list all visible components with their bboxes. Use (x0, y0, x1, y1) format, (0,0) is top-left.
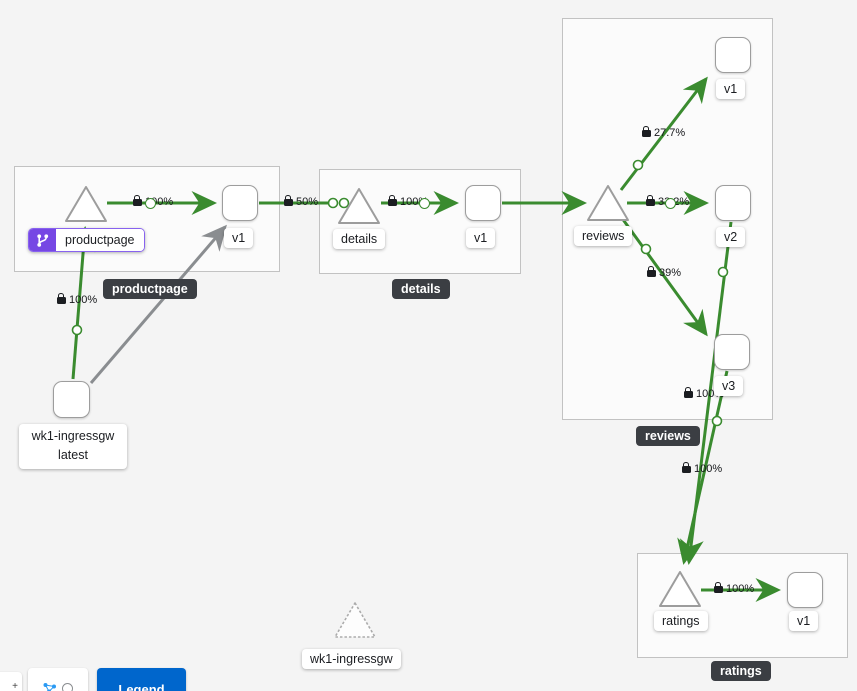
node-ratings-v1[interactable] (787, 572, 823, 608)
edge-label-ingress-productpage: 100% (57, 293, 98, 306)
productpage-service-label-text: productpage (56, 229, 144, 251)
plus-icon: + (12, 680, 18, 691)
ratings-v1-label: v1 (789, 611, 819, 631)
group-tooltip-productpage: productpage (103, 279, 197, 299)
edge-label-reviews-v2: 33.2% (646, 195, 689, 209)
edge-label-productpage-details: 50% (284, 195, 319, 208)
mtls-lock-icon (646, 195, 655, 206)
node-details-service[interactable] (336, 186, 382, 226)
edge-label-details-v1: 100% (388, 195, 430, 209)
traffic-point (640, 243, 652, 255)
group-tooltip-details: details (392, 279, 450, 299)
mtls-lock-icon (642, 126, 651, 137)
mtls-lock-icon (284, 195, 293, 206)
edge-label-v3-ratings: 100% (682, 462, 723, 475)
edge-ingress-to-productpage-v1[interactable] (89, 224, 227, 384)
edge-label-text: 39% (659, 267, 682, 279)
reviews-v1-label: v1 (716, 79, 746, 99)
triangle-shape (338, 188, 380, 224)
traffic-point (632, 159, 644, 171)
node-ratings-service[interactable] (657, 569, 703, 609)
node-ingress-workload[interactable] (53, 381, 90, 418)
details-v1-label: v1 (466, 228, 496, 248)
edge-label-text: 100% (694, 463, 723, 475)
mtls-lock-icon (714, 582, 723, 593)
node-details-v1[interactable] (465, 185, 501, 221)
mtls-lock-icon (388, 195, 397, 206)
traffic-point (711, 415, 723, 427)
node-productpage-v1[interactable] (222, 185, 258, 221)
triangle-shape (587, 185, 629, 221)
edge-label-text: 50% (296, 196, 319, 208)
mtls-lock-icon (684, 387, 693, 398)
legend-button[interactable]: Legend (97, 668, 186, 691)
dashed-triangle-shape (334, 602, 376, 638)
productpage-v1-label: v1 (224, 228, 254, 248)
legend-button-label: Legend (118, 681, 165, 691)
traffic-point (327, 197, 339, 209)
group-tooltip-ratings: ratings (711, 661, 771, 681)
edge-ingress-to-productpage[interactable] (71, 226, 96, 380)
mtls-lock-icon (682, 462, 691, 473)
triangle-shape (659, 571, 701, 607)
mtls-lock-icon (647, 266, 656, 277)
ratings-service-label: ratings (654, 611, 708, 631)
triangle-shape (65, 186, 107, 222)
edge-reviews-v3-to-ratings[interactable] (677, 370, 729, 565)
mtls-lock-icon (57, 293, 66, 304)
node-reviews-v1[interactable] (715, 37, 751, 73)
circle-icon (62, 683, 74, 691)
traffic-point (145, 198, 156, 209)
edge-label-text: 27.7% (654, 127, 686, 139)
edge-label-ratings-v1: 100% (714, 582, 755, 595)
reviews-v3-label: v3 (714, 376, 744, 396)
edge-label-text: 100% (726, 583, 755, 595)
edge-label-reviews-v3: 39% (647, 266, 682, 279)
node-idle-service[interactable] (332, 600, 378, 640)
group-tooltip-reviews: reviews (636, 426, 700, 446)
details-service-label: details (333, 229, 386, 249)
traffic-point (717, 266, 729, 278)
ingress-workload-name: wk1-ingressgw (31, 429, 115, 443)
graph-nodes-icon (43, 682, 57, 691)
ingress-workload-label: wk1-ingressgw latest (19, 424, 127, 469)
virtual-service-icon (29, 229, 56, 251)
node-productpage-service[interactable] (63, 184, 109, 224)
edge-label-productpage-v1: 100% (133, 195, 173, 209)
idle-service-label: wk1-ingressgw (302, 649, 401, 669)
reviews-v2-label: v2 (716, 227, 746, 247)
traffic-point (338, 197, 350, 209)
edge-label-text: 100% (69, 294, 98, 306)
edge-reviews-to-v1[interactable] (619, 76, 708, 191)
reviews-service-label: reviews (574, 226, 633, 246)
productpage-service-label: productpage (28, 228, 145, 252)
node-reviews-service[interactable] (585, 183, 631, 223)
traffic-point (665, 198, 676, 209)
mtls-lock-icon (133, 195, 142, 206)
edge-reviews-to-v3[interactable] (617, 213, 708, 337)
traffic-point (419, 198, 430, 209)
zoom-control-button[interactable]: + (0, 672, 22, 691)
edge-label-reviews-v1: 27.7% (642, 126, 686, 139)
node-reviews-v2[interactable] (715, 185, 751, 221)
graph-layout-button[interactable] (28, 668, 88, 691)
traffic-point (71, 324, 83, 336)
node-reviews-v3[interactable] (714, 334, 750, 370)
ingress-workload-version: latest (58, 448, 88, 463)
